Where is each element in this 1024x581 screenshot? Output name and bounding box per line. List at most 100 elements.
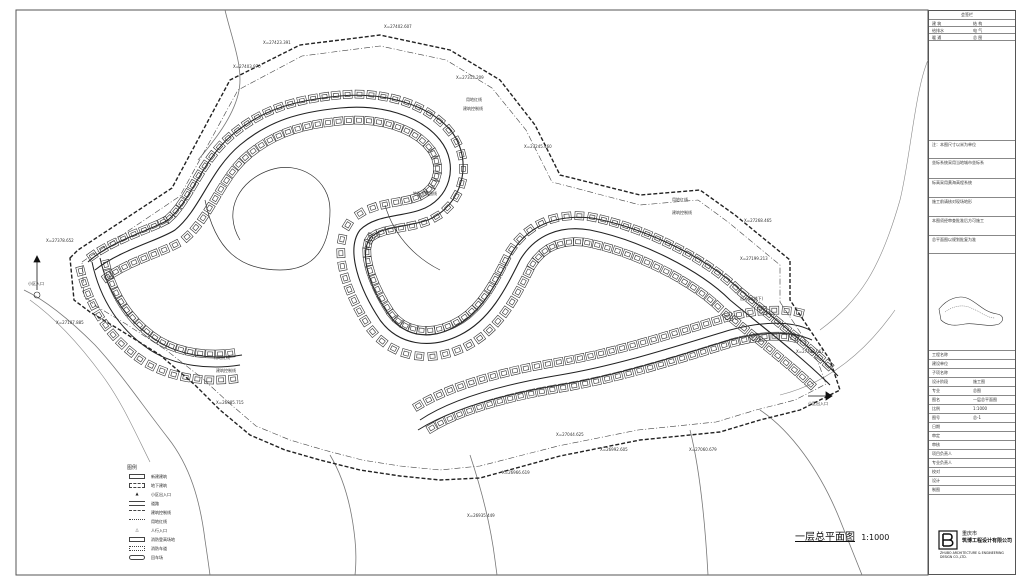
villa-inner xyxy=(361,317,369,325)
villa-inner xyxy=(549,386,556,393)
villa-inner xyxy=(160,246,168,254)
villa-inner xyxy=(159,218,167,226)
villa-inner xyxy=(95,311,103,319)
villa-inner xyxy=(314,121,321,127)
villa-inner xyxy=(452,318,460,326)
villa-inner xyxy=(109,240,117,247)
villa-inner xyxy=(444,322,452,330)
villa-inner xyxy=(158,367,166,374)
villa-footprint xyxy=(348,294,360,307)
villa-inner xyxy=(500,370,508,377)
villa-footprint xyxy=(387,342,400,355)
villa-inner xyxy=(741,337,748,343)
villa-footprint xyxy=(526,257,540,271)
villa-footprint xyxy=(779,356,793,370)
villa-inner xyxy=(698,289,706,297)
villa-footprint xyxy=(272,129,285,142)
villa-footprint xyxy=(212,140,226,154)
villa-footprint xyxy=(82,287,94,300)
villa-footprint xyxy=(637,336,649,348)
villa-inner xyxy=(304,123,311,129)
villa-inner xyxy=(425,185,433,194)
villa-inner xyxy=(378,337,386,345)
villa-footprint xyxy=(471,297,485,311)
villa-footprint xyxy=(430,210,443,223)
villa-footprint xyxy=(601,373,613,384)
villa-inner xyxy=(425,143,433,151)
villa-inner xyxy=(368,92,375,98)
villa-footprint xyxy=(433,163,442,174)
villa-inner xyxy=(571,382,578,389)
villa-inner xyxy=(653,263,661,270)
villa-footprint xyxy=(240,117,254,130)
villa-footprint xyxy=(736,287,750,301)
villa-inner xyxy=(383,303,391,311)
villa-footprint xyxy=(117,232,130,245)
villa-footprint xyxy=(140,325,154,338)
villa-footprint xyxy=(179,372,192,383)
villa-inner xyxy=(365,118,373,124)
villa-inner xyxy=(506,395,514,402)
villa-inner xyxy=(294,125,301,132)
villa-inner xyxy=(159,339,167,346)
villa-footprint xyxy=(769,305,780,315)
villa-inner xyxy=(126,348,135,356)
villa-footprint xyxy=(498,367,510,379)
villa-inner xyxy=(408,222,416,229)
villa-inner xyxy=(643,230,651,238)
villa-footprint xyxy=(691,253,705,266)
villa-inner xyxy=(369,204,377,211)
villa-inner xyxy=(346,286,353,293)
villa-inner xyxy=(215,143,223,151)
villa-inner xyxy=(445,126,453,134)
villa-inner xyxy=(747,297,756,305)
villa-inner xyxy=(565,239,573,245)
villa-inner xyxy=(538,388,545,395)
villa-inner xyxy=(724,314,731,321)
annotation-label: 建筑控制线 xyxy=(463,106,483,111)
villa-footprint xyxy=(282,126,294,138)
villa-footprint xyxy=(395,222,407,233)
villa-inner xyxy=(689,283,698,291)
villa-inner xyxy=(367,267,374,274)
villa-inner xyxy=(446,387,454,394)
turnaround-icon xyxy=(129,555,145,560)
villa-inner xyxy=(228,168,236,176)
villa-footprint xyxy=(127,256,141,269)
villa-footprint xyxy=(377,91,389,102)
villa-inner xyxy=(266,136,274,144)
villa-footprint xyxy=(232,157,246,171)
villa-inner xyxy=(197,350,204,356)
villa-footprint xyxy=(192,169,205,182)
villa-inner xyxy=(298,97,306,104)
villa-footprint xyxy=(679,324,691,336)
villa-inner xyxy=(207,351,214,357)
boundary-line-icon xyxy=(129,519,145,524)
villa-inner xyxy=(446,415,454,422)
villa-inner xyxy=(378,294,386,302)
setback-line-icon xyxy=(129,510,145,515)
villa-inner xyxy=(435,326,443,332)
villa-inner xyxy=(391,96,399,102)
villa-inner xyxy=(657,361,665,368)
villa-footprint xyxy=(148,331,162,344)
villa-footprint xyxy=(494,263,507,277)
villa-inner xyxy=(457,383,465,390)
villa-inner xyxy=(364,249,370,256)
villa-footprint xyxy=(230,124,244,137)
annotation-label: 出入口(地下) xyxy=(740,296,764,301)
coordinate-label: X=26966.619 xyxy=(502,470,530,475)
villa-inner xyxy=(608,347,615,354)
villa-inner xyxy=(633,254,641,262)
villa-footprint xyxy=(494,395,506,407)
villa-inner xyxy=(714,302,722,310)
villa-footprint xyxy=(504,393,516,404)
villa-footprint xyxy=(574,352,586,364)
villa-inner xyxy=(218,377,225,383)
building-icon xyxy=(129,474,145,479)
villa-inner xyxy=(109,331,117,339)
villa-footprint xyxy=(342,89,353,99)
villa-inner xyxy=(370,276,377,284)
villa-footprint xyxy=(110,286,123,300)
